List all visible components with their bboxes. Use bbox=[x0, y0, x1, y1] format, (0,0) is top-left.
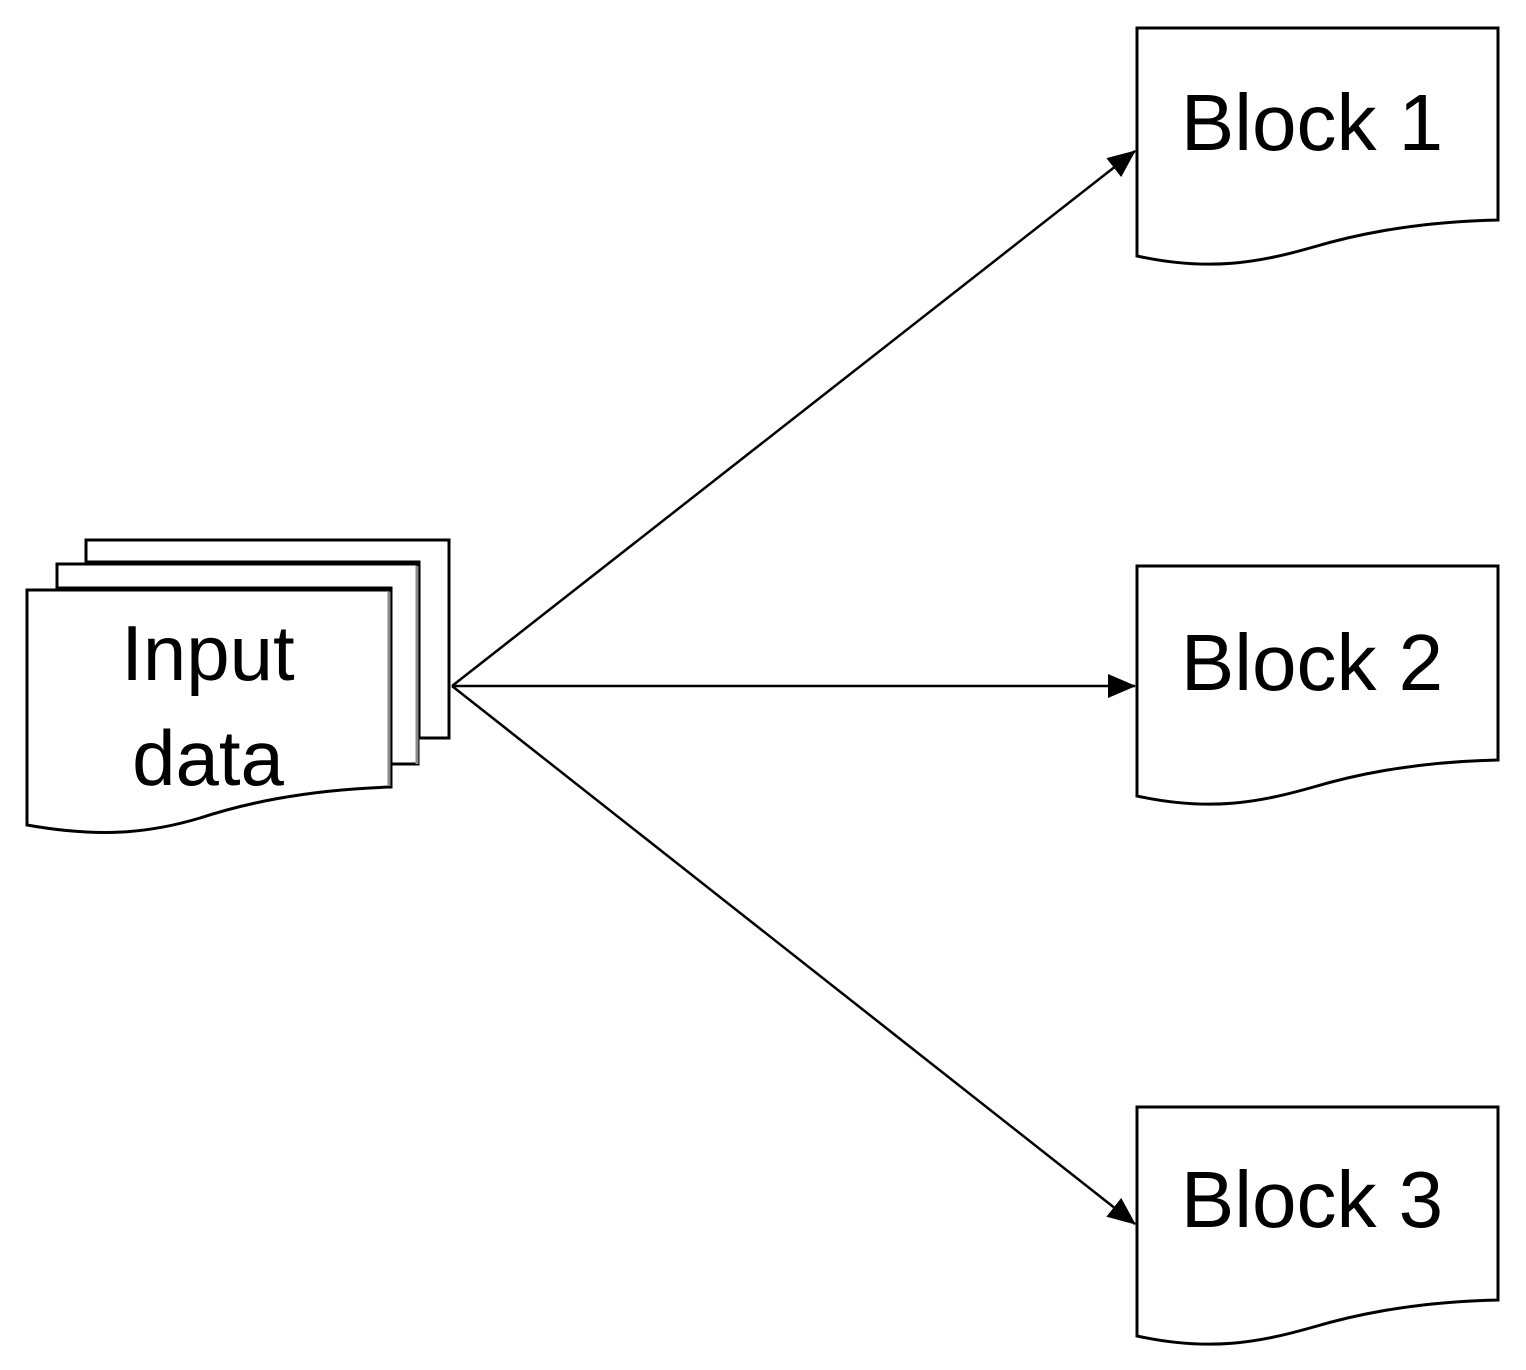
input-sheet-front bbox=[25, 588, 393, 834]
block-1-node: Block 1 bbox=[1135, 26, 1500, 266]
block-1-shape bbox=[1135, 26, 1500, 266]
block-3-shape bbox=[1135, 1105, 1500, 1346]
arrow-to-block-1 bbox=[451, 150, 1136, 687]
block-1-label: Block 1 bbox=[1181, 78, 1443, 167]
input-label-line2: data bbox=[132, 714, 284, 802]
block-2-label: Block 2 bbox=[1181, 618, 1443, 707]
connectors bbox=[451, 150, 1136, 1225]
input-data-node: Input data bbox=[25, 538, 451, 834]
block-3-label: Block 3 bbox=[1181, 1155, 1443, 1244]
block-3-node: Block 3 bbox=[1135, 1105, 1500, 1346]
block-2-node: Block 2 bbox=[1135, 564, 1500, 806]
arrow-to-block-3 bbox=[451, 685, 1136, 1225]
input-label-line1: Input bbox=[121, 609, 295, 697]
block-2-shape bbox=[1135, 564, 1500, 806]
